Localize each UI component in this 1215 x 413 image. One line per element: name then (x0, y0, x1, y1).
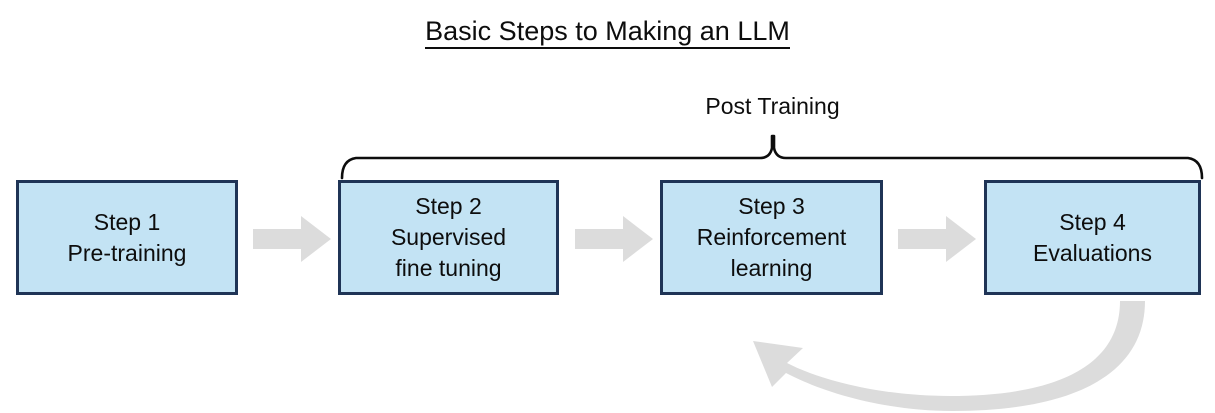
step-3-heading: Step 3 (738, 193, 805, 219)
step-1-line2: Pre-training (67, 239, 187, 266)
step-1-heading: Step 1 (93, 208, 161, 235)
arrow-right-icon-step2-step3 (575, 216, 653, 262)
step-2-line2: Supervised (390, 224, 507, 250)
step-box-4[interactable]: Step 4 Evaluations (984, 180, 1201, 295)
step-4-line2: Evaluations (1033, 239, 1152, 266)
curved-feedback-arrow-icon (753, 301, 1145, 411)
post-training-brace (340, 134, 1204, 180)
step-4-heading: Step 4 (1059, 208, 1126, 235)
arrow-right-icon-step1-step2 (253, 216, 331, 262)
arrow-right-icon-step3-step4 (898, 216, 976, 262)
page-title: Basic Steps to Making an LLM (0, 14, 1215, 49)
step-3-line3: learning (730, 255, 813, 281)
step-2-line3: fine tuning (395, 255, 502, 281)
post-training-label: Post Training (705, 93, 840, 119)
page-title-text: Basic Steps to Making an LLM (425, 16, 790, 49)
step-box-3[interactable]: Step 3 Reinforcement learning (660, 180, 883, 295)
step-3-line2: Reinforcement (696, 224, 847, 250)
step-2-heading: Step 2 (415, 193, 482, 219)
step-box-1[interactable]: Step 1 Pre-training (16, 180, 238, 295)
step-box-2[interactable]: Step 2 Supervised fine tuning (338, 180, 559, 295)
